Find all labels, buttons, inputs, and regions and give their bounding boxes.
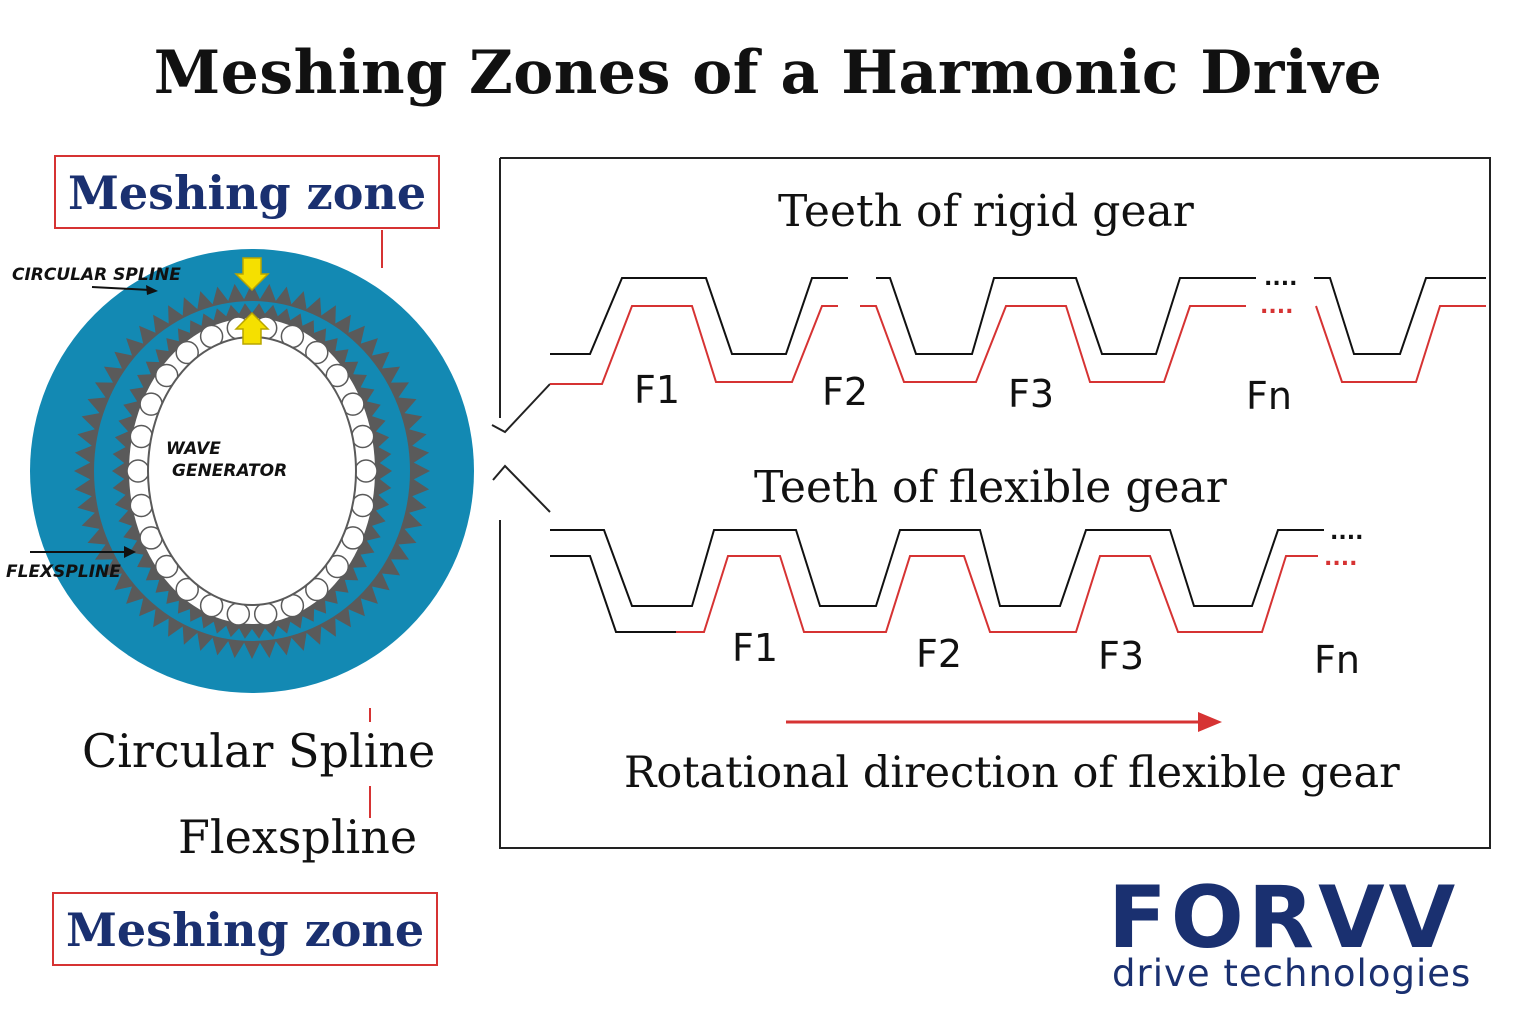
wave-generator-label-line1: WAVE	[166, 439, 221, 459]
bearing-ball	[126, 459, 150, 483]
rigid-mesh-profile-2	[860, 305, 1246, 383]
rotation-caption: Rotational direction of flexible gear	[624, 748, 1400, 798]
bearing-ball	[325, 363, 350, 388]
circular-spline-pointer-icon	[146, 285, 158, 295]
bearing-ball	[253, 602, 278, 626]
flexspline-label: Flexspline	[178, 810, 418, 864]
rigid-zone-f3: F3	[1008, 372, 1055, 416]
bearing-ball	[129, 493, 154, 518]
rigid-gear-profile-3	[1314, 277, 1486, 355]
zoom-line-top	[491, 383, 551, 434]
bearing-ball	[175, 340, 199, 365]
rigid-zone-fn: Fn	[1246, 374, 1292, 418]
rigid-ellipsis-black: ....	[1264, 266, 1298, 291]
rigid-gear-title: Teeth of rigid gear	[778, 186, 1194, 237]
brand-logo: FORVV	[1108, 868, 1460, 968]
flexible-gear-title: Teeth of flexible gear	[754, 462, 1227, 513]
bearing-ball	[350, 424, 375, 449]
harmonic-drive-gear	[30, 249, 474, 693]
flexible-zone-f3: F3	[1098, 634, 1145, 678]
panel-frame	[499, 157, 1491, 849]
bearing-ball	[350, 493, 375, 518]
brand-tagline: drive technologies	[1112, 952, 1472, 995]
bearing-ball	[305, 577, 329, 602]
flexible-zone-f2: F2	[916, 632, 963, 676]
circular-spline-small-label: CIRCULAR SPLINE	[12, 265, 181, 285]
bearing-ball	[175, 577, 199, 602]
flex-ellipsis-red: ....	[1324, 546, 1358, 571]
flexspline-small-label: FLEXSPLINE	[6, 562, 121, 582]
rigid-gear-profile-2	[876, 277, 1256, 355]
meshing-zone-bottom-label: Meshing zone	[52, 892, 439, 966]
bearing-ball	[354, 459, 378, 483]
rigid-gear-profile	[550, 277, 848, 355]
flex-mesh-profile	[676, 555, 1318, 633]
rigid-mesh-profile	[550, 305, 838, 385]
rigid-zone-f1: F1	[634, 368, 681, 412]
flex-gear-profile-inner	[550, 555, 676, 633]
up-arrow-icon	[234, 311, 270, 345]
flexspline-pointer-icon	[124, 546, 136, 558]
rigid-ellipsis-red: ....	[1260, 294, 1294, 319]
bearing-ball	[154, 554, 179, 579]
bearing-ball	[154, 363, 179, 388]
flex-gear-profile	[550, 529, 1324, 607]
flexible-zone-fn: Fn	[1314, 638, 1360, 682]
flex-ellipsis-black: ....	[1330, 520, 1364, 545]
rotation-arrow-icon	[1198, 712, 1222, 732]
bearing-ball	[305, 340, 329, 365]
page-title: Meshing Zones of a Harmonic Drive	[153, 38, 1383, 108]
bearing-ball	[226, 602, 251, 626]
rigid-mesh-profile-3	[1315, 305, 1486, 383]
flexible-zone-f1: F1	[732, 626, 779, 670]
meshing-zone-top-label: Meshing zone	[54, 155, 441, 229]
circular-spline-label: Circular Spline	[82, 724, 436, 778]
rigid-zone-f2: F2	[822, 370, 869, 414]
down-arrow-icon	[234, 257, 270, 292]
bearing-ball	[129, 424, 154, 449]
zoom-line-bottom	[492, 464, 551, 513]
wave-generator-label-line2: GENERATOR	[172, 461, 288, 481]
bearing-ball	[325, 554, 350, 579]
